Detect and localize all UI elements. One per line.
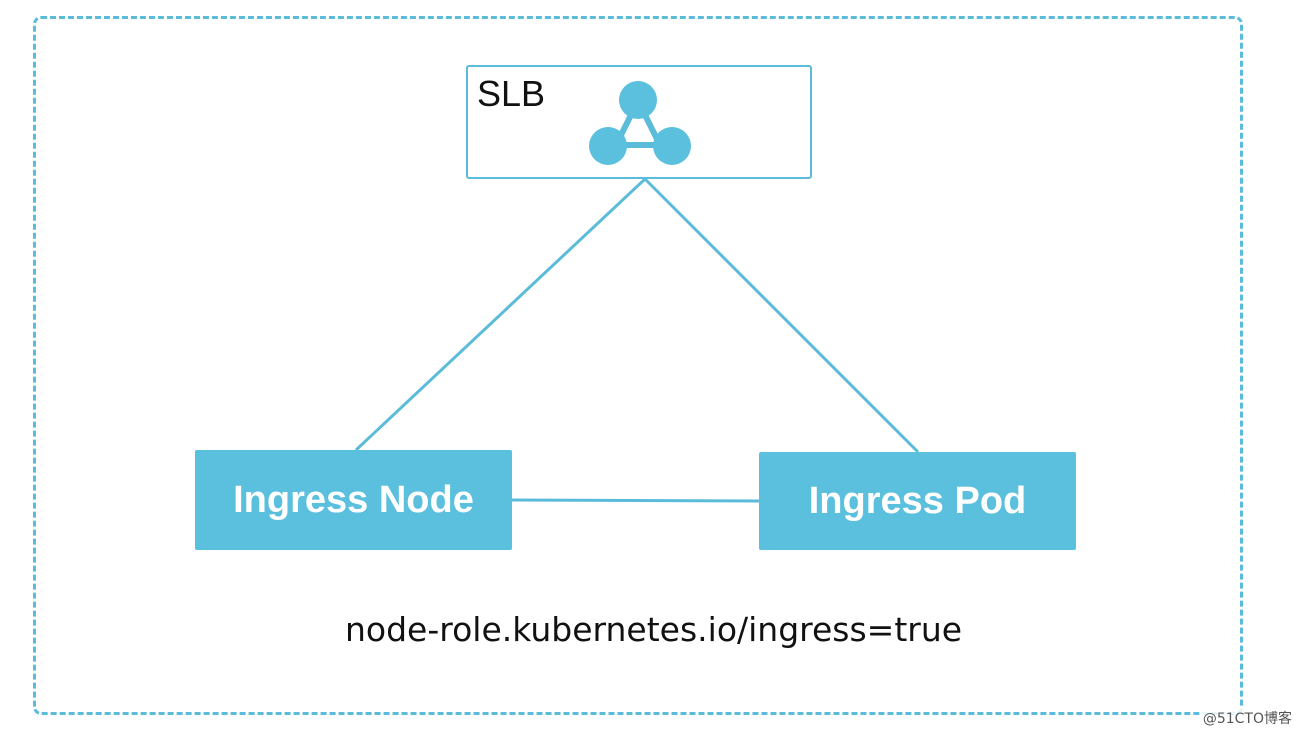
cluster-boundary — [33, 16, 1243, 715]
edge-slb-to-ingress-node — [354, 177, 647, 452]
node-role-label: node-role.kubernetes.io/ingress=true — [345, 610, 963, 649]
slb-label: SLB — [477, 73, 546, 114]
ingress-pod-label: Ingress Pod — [808, 479, 1027, 522]
ingress-pod-box: Ingress Pod — [759, 452, 1076, 550]
edge-ingress-node-to-ingress-pod — [511, 498, 760, 503]
network-triangle-icon — [589, 81, 691, 165]
edge-slb-to-ingress-pod — [643, 177, 920, 454]
ingress-node-label: Ingress Node — [233, 478, 474, 521]
slb-box: SLB — [466, 65, 812, 179]
watermark: @51CTO博客 — [1200, 708, 1294, 728]
ingress-node-box: Ingress Node — [195, 450, 512, 550]
